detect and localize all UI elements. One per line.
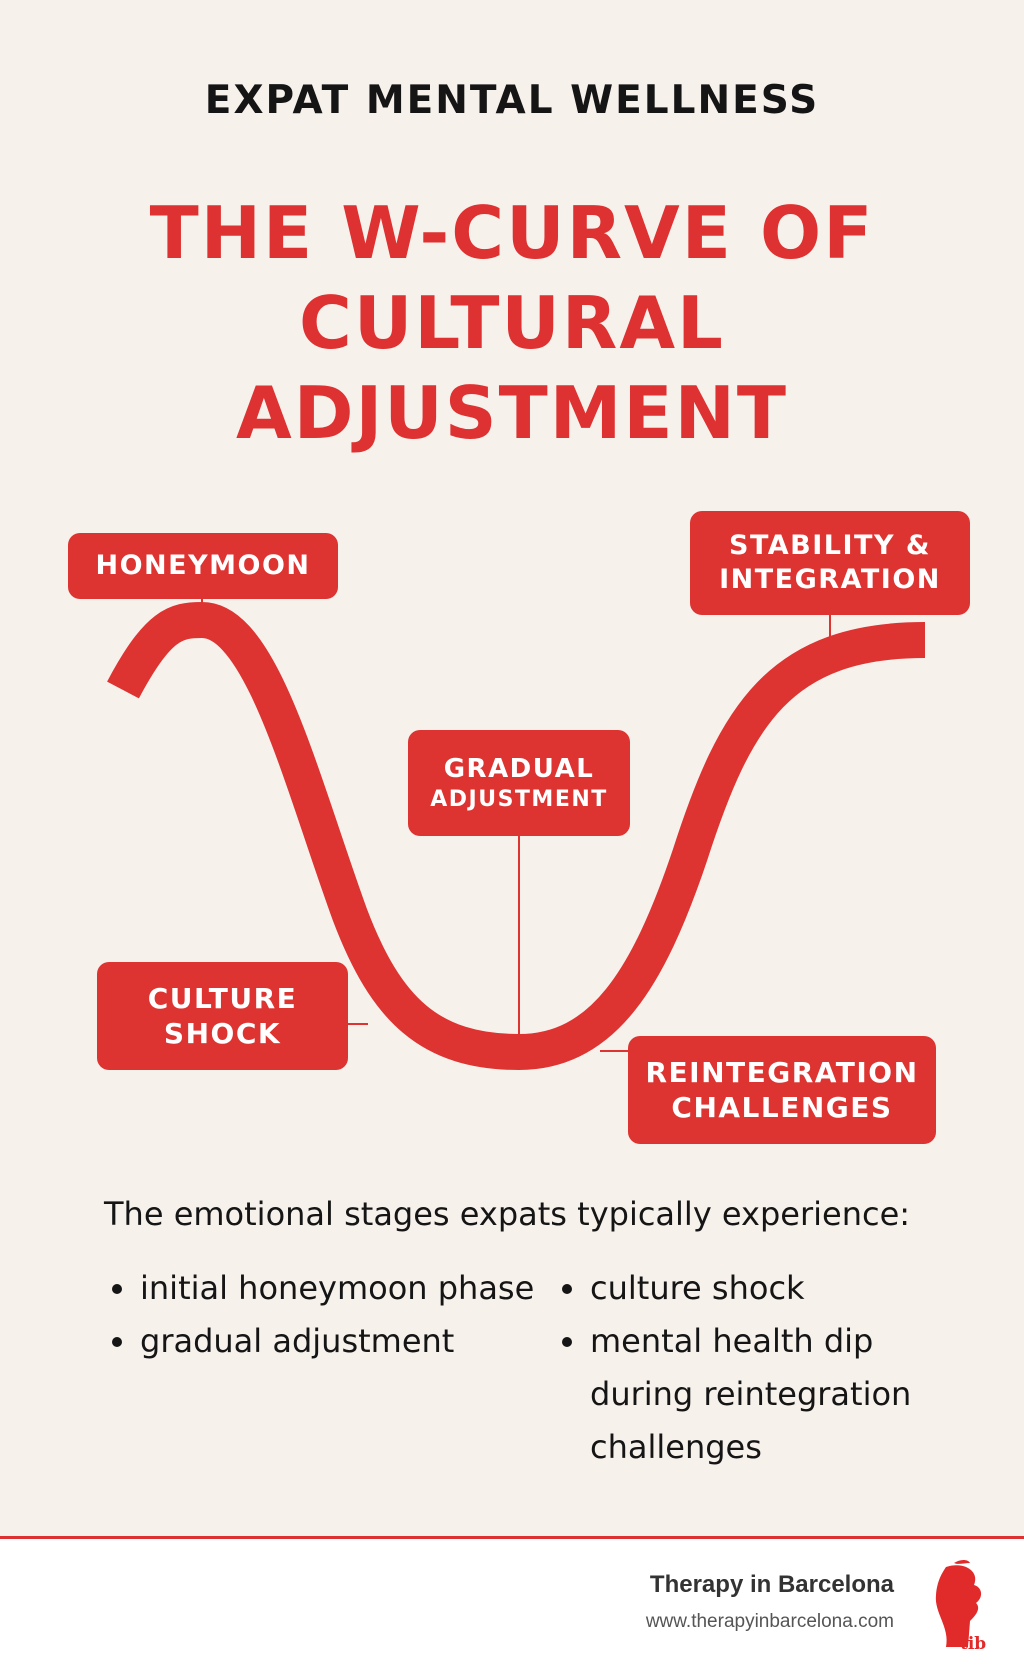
stage-label-line: CHALLENGES <box>671 1091 893 1124</box>
stage-label-line: REINTEGRATION <box>645 1056 919 1089</box>
brand-url[interactable]: www.therapyinbarcelona.com <box>645 1611 894 1632</box>
title-line-1: THE W-CURVE OF <box>149 191 875 275</box>
list-item: gradual adjustment <box>106 1315 546 1368</box>
list-item: initial honeymoon phase <box>106 1262 546 1315</box>
flame-profile-icon: tib <box>935 1560 986 1654</box>
kicker-heading: EXPAT MENTAL WELLNESS <box>204 78 820 123</box>
stage-label-line: CULTURE <box>147 982 298 1015</box>
stage-label-reintegration-challenges: REINTEGRATION CHALLENGES <box>628 1036 936 1144</box>
list-item: culture shock <box>556 1262 976 1315</box>
stage-label-line: INTEGRATION <box>719 564 941 595</box>
w-curve-diagram: HONEYMOON STABILITY & INTEGRATION GRADUA… <box>0 480 1024 1160</box>
main-title: THE W-CURVE OF CULTURAL ADJUSTMENT <box>0 188 1024 458</box>
stage-label-honeymoon: HONEYMOON <box>68 533 338 599</box>
stage-label-line: HONEYMOON <box>95 550 311 582</box>
stage-label-line: STABILITY & <box>729 530 931 562</box>
logo-text: tib <box>960 1634 986 1654</box>
stage-label-stability-integration: STABILITY & INTEGRATION <box>690 511 970 615</box>
stage-label-line: GRADUAL <box>443 754 595 784</box>
stage-label-line: SHOCK <box>163 1017 282 1050</box>
bullet-list-right: culture shock mental health dip during r… <box>556 1262 976 1474</box>
stage-label-gradual-adjustment: GRADUAL ADJUSTMENT <box>408 730 630 836</box>
bullet-list-left: initial honeymoon phase gradual adjustme… <box>106 1262 546 1368</box>
footer: Therapy in Barcelona www.therapyinbarcel… <box>0 1539 1024 1666</box>
stages-intro-text: The emotional stages expats typically ex… <box>104 1195 911 1233</box>
stage-label-culture-shock: CULTURE SHOCK <box>97 962 348 1070</box>
footer-divider <box>0 1536 1024 1539</box>
stage-label-line: ADJUSTMENT <box>430 786 608 812</box>
w-curve-line <box>107 602 926 1070</box>
list-item: mental health dip during reintegration c… <box>556 1315 976 1474</box>
title-line-3: ADJUSTMENT <box>236 371 788 455</box>
title-line-2: CULTURAL <box>299 281 725 365</box>
brand-name: Therapy in Barcelona <box>649 1571 894 1598</box>
